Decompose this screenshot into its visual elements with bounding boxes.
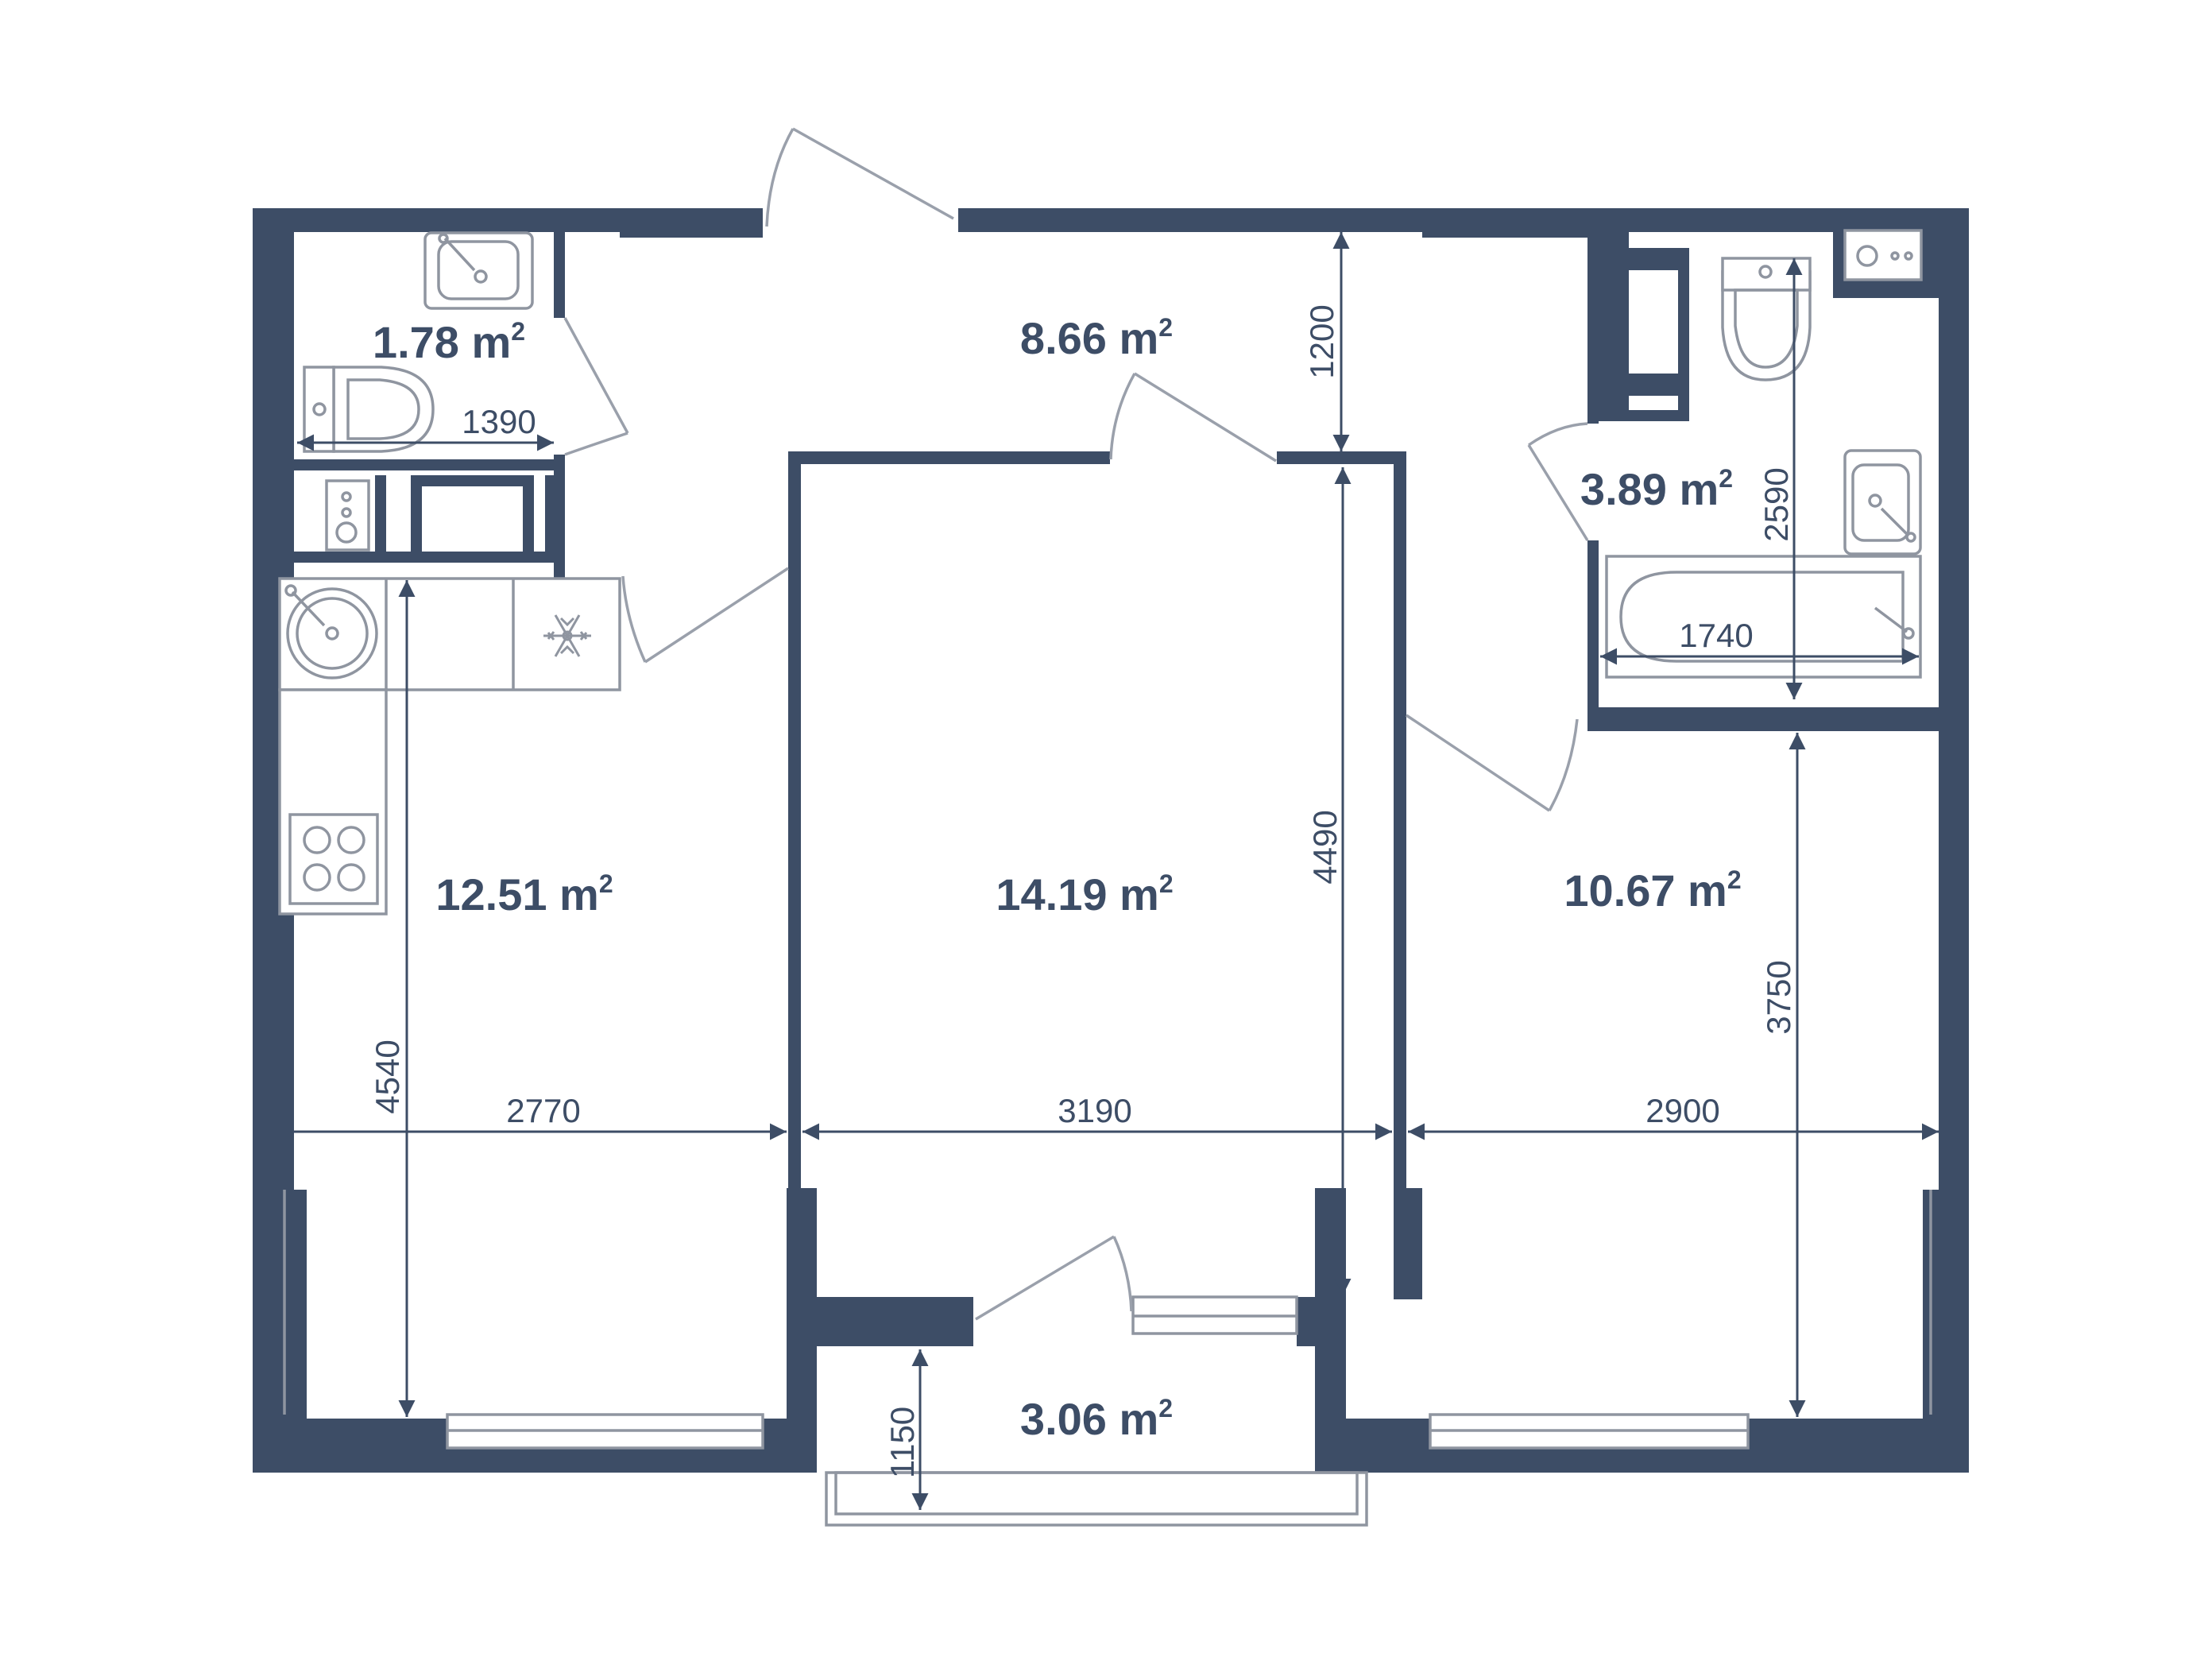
balcony-rail-inner [834,1471,1359,1516]
area-living: 14.19 m2 [996,869,1173,919]
fixtures [278,231,1922,916]
walls [253,208,1969,1473]
living-wall-left-lower [788,1188,817,1299]
shaft-left-side [545,475,565,563]
living-wall-right-lower [1394,1188,1422,1299]
snowflake-icon [543,614,591,657]
dim-kitchen-depth: 4540 [369,1039,406,1113]
bath-wall-left [1587,226,1599,424]
dim-hall-depth: 1200 [1303,304,1340,378]
bath-wall-bottom [1587,707,1939,731]
wc-notch [620,226,763,238]
dimension-labels: 1390 1200 2590 1740 4540 2770 4490 3190 … [369,304,1797,1478]
wc-wall-right [554,226,565,318]
bath-closet-d [1678,248,1689,421]
dim-living-depth: 4490 [1306,810,1344,884]
shaft-left-c [523,475,534,552]
area-bedroom: 10.67 m2 [1564,865,1741,916]
dim-balcony-depth: 1150 [884,1407,921,1478]
shaft-left-e [294,552,565,563]
shaft-left-b [411,475,422,552]
outer-wall-right [1939,208,1969,1473]
bath-closet-a [1599,226,1629,421]
dim-bath-depth: 2590 [1758,467,1795,541]
dim-bath-width: 1740 [1679,617,1753,654]
living-wall-right [1394,451,1406,1189]
living-wall-top-left [788,451,1110,464]
balcony-rail [825,1471,1368,1527]
area-hall: 8.66 m2 [1020,313,1173,363]
shaft-left-d [422,475,523,486]
doors [563,127,1589,1321]
area-labels: 1.78 m2 8.66 m2 3.89 m2 12.51 m2 14.19 m… [373,313,1742,1444]
bath-wall-left-lower [1587,540,1599,731]
balcony-top-right [1297,1297,1346,1346]
dimension-lines [276,232,1939,1510]
living-wall-top-right [1277,451,1406,464]
stove [288,813,379,905]
dim-wc-width: 1390 [462,403,536,440]
balcony-top-left [787,1297,973,1346]
dim-bedroom-depth: 3750 [1760,960,1797,1034]
dim-bedroom-width: 2900 [1645,1092,1719,1129]
bath-closet-c [1629,374,1684,396]
dim-kitchen-width: 2770 [506,1092,580,1129]
area-bath: 3.89 m2 [1580,464,1733,514]
kitchen-counter-side [278,688,388,916]
area-wc: 1.78 m2 [373,317,525,367]
pier-left [294,1190,307,1420]
kitchen-sink [286,587,378,679]
bath-top [1422,226,1589,238]
area-kitchen: 12.51 m2 [435,869,613,919]
living-wall-left [788,451,801,1189]
area-balcony: 3.06 m2 [1020,1394,1173,1444]
dim-living-width: 3190 [1058,1092,1131,1129]
bath-closet-e [1599,410,1689,421]
shaft-left-a [375,475,386,552]
bath-closet-b [1629,248,1684,270]
wc-wall-bottom [294,459,565,470]
